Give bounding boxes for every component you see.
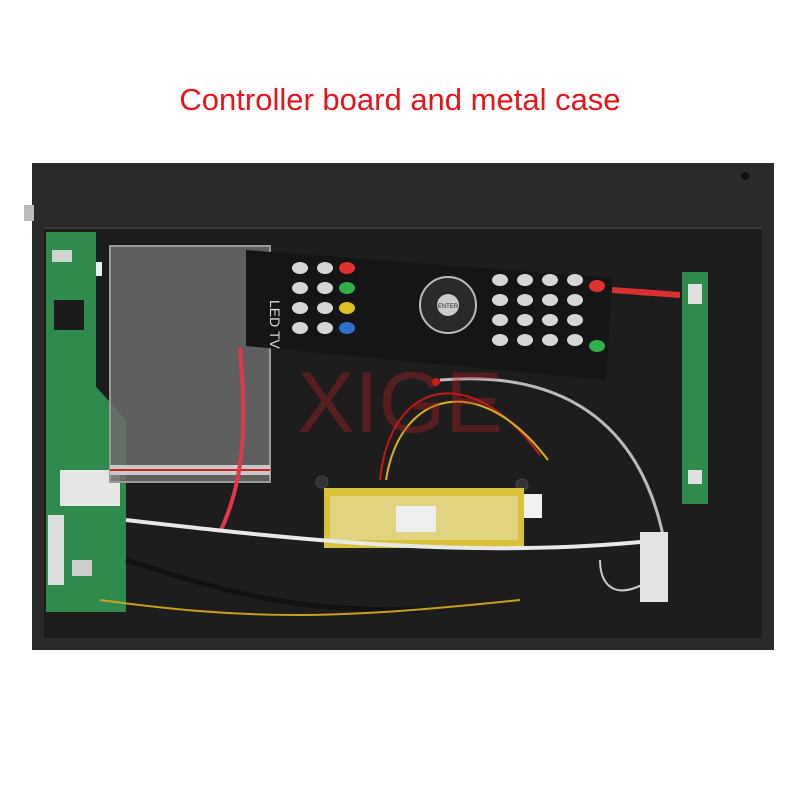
remote-brand-label: LED TV [267,300,283,349]
remote-key [542,334,558,346]
remote-key [292,262,308,274]
pcb-chip [52,250,72,262]
remote-key [517,334,533,346]
remote-color-key [589,280,605,292]
remote-color-key [339,302,355,314]
remote-key [567,274,583,286]
lvds-cable-black [125,557,421,613]
pcb-pin-header [48,515,64,585]
pcb-led [96,262,102,276]
lvds-wire-yellow [99,599,521,616]
remote-key [517,314,533,326]
remote-key [317,262,333,274]
remote-enter-label: ENTER [438,304,459,310]
caption: Controller board and metal case [179,82,621,117]
remote-key [542,274,558,286]
remote-key [492,294,508,306]
watermark: XIGE [297,355,503,451]
remote-key [542,314,558,326]
sata-cable-red [218,347,246,533]
remote-key [292,322,308,334]
remote-key [567,334,583,346]
power-wire-yellow [385,400,549,481]
case-side-latch [24,205,34,221]
inverter-board [324,488,542,548]
pcb-port [72,560,92,576]
remote-keypad [292,262,605,352]
remote-color-key [589,340,605,352]
keypad-ribbon-cable [611,287,681,298]
inverter-warning-label [396,506,436,532]
remote-key [292,282,308,294]
remote-key [492,334,508,346]
cables [99,287,681,616]
remote-key [317,302,333,314]
pcb-main-ic [54,300,84,330]
remote-control: LED TV ENTER [246,250,612,380]
standoff-left [315,475,329,489]
remote-key [567,294,583,306]
lvds-cable-white [125,518,661,551]
remote-color-key [339,322,355,334]
remote-key [542,294,558,306]
keypad-pcb [682,272,708,504]
keypad-ir-receiver [688,470,702,484]
remote-key [567,314,583,326]
remote-color-key [339,282,355,294]
remote-key [492,314,508,326]
remote-key [317,322,333,334]
ir-sensor [432,378,440,386]
remote-key [317,282,333,294]
remote-key [292,302,308,314]
case-screw-hole [741,172,749,180]
keypad-connector [688,284,702,304]
remote-color-key [339,262,355,274]
remote-key [517,294,533,306]
remote-key [517,274,533,286]
backlight-cable [439,377,666,541]
remote-key [492,274,508,286]
lvds-connector [640,532,668,602]
inverter-connector [524,494,542,518]
remote-enter-key [437,294,459,316]
keypad-board [682,272,708,504]
